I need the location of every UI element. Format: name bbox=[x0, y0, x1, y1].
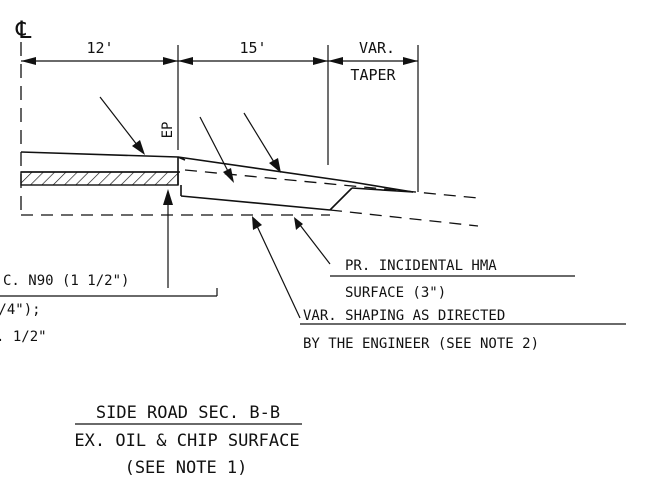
section-title: SIDE ROAD SEC. B-B bbox=[96, 403, 280, 423]
proposed-hma-wedge bbox=[177, 156, 414, 211]
existing-surface bbox=[20, 151, 180, 186]
centerline-symbol: ℄ bbox=[15, 16, 32, 44]
dim-label-12ft: 12' bbox=[86, 39, 113, 57]
left-callout-line1: C. N90 (1 1/2") bbox=[3, 273, 129, 289]
dim-label-taper: TAPER bbox=[350, 66, 396, 84]
leader-arrows bbox=[99, 96, 331, 319]
existing-ground-lower bbox=[329, 209, 479, 227]
shaping-callout-line2: BY THE ENGINEER (SEE NOTE 2) bbox=[303, 336, 539, 352]
existing-ground-upper bbox=[184, 169, 479, 199]
section-note-ref: (SEE NOTE 1) bbox=[125, 458, 248, 478]
dimension-var-taper bbox=[328, 57, 418, 65]
left-callout-line3: . 1/2" bbox=[0, 329, 47, 345]
dimension-12ft bbox=[21, 57, 178, 65]
dimension-15ft bbox=[178, 57, 328, 65]
dim-label-var: VAR. bbox=[359, 39, 395, 57]
shaping-callout-line1: VAR. SHAPING AS DIRECTED bbox=[303, 308, 505, 324]
hma-callout-line1: PR. INCIDENTAL HMA bbox=[345, 258, 497, 274]
hma-callout-line2: SURFACE (3") bbox=[345, 285, 446, 301]
left-callout-line2: 3/4"); bbox=[0, 302, 41, 318]
ep-label: EP bbox=[160, 122, 176, 139]
section-subtitle: EX. OIL & CHIP SURFACE bbox=[74, 431, 299, 451]
dim-label-15ft: 15' bbox=[239, 39, 266, 57]
